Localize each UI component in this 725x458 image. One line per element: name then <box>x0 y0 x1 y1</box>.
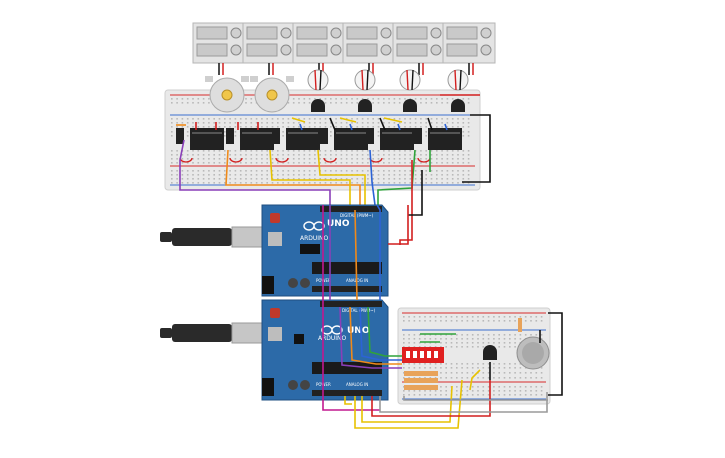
relay-module-3[interactable] <box>272 128 320 163</box>
infinity-logo-icon <box>303 221 325 231</box>
transistor-icon <box>483 345 497 360</box>
digital-header-label: DIGITAL (PWM~) <box>340 213 374 218</box>
usb-plug-top[interactable] <box>160 226 271 248</box>
arduino-brand: ARDUINO <box>300 235 329 242</box>
dc-motor-2[interactable] <box>250 76 294 113</box>
relay-module-4[interactable] <box>320 128 368 163</box>
microcontroller-chip <box>312 362 382 374</box>
transistor-icon <box>311 99 325 112</box>
infinity-logo-icon <box>321 325 343 335</box>
arduino-brand: ARDUINO <box>318 335 347 342</box>
power-supply-2[interactable] <box>242 22 296 75</box>
power-supply-4[interactable] <box>342 22 396 75</box>
resistor-bank <box>404 318 522 390</box>
light-bulb-icon[interactable] <box>307 69 329 91</box>
digital-header-label: DIGITAL (PWM~) <box>342 308 376 313</box>
power-supply-5[interactable] <box>392 22 446 75</box>
arduino-model: UNO <box>327 219 350 229</box>
reset-button-icon[interactable] <box>270 213 280 223</box>
arduino-uno-top[interactable]: UNO ARDUINO DIGITAL (PWM~) ANALOG IN POW… <box>261 204 389 297</box>
piezo-speaker-icon[interactable] <box>516 336 550 370</box>
lamp-group <box>307 69 469 112</box>
transistor-icon <box>358 99 372 112</box>
analog-header-label: ANALOG IN <box>346 382 368 387</box>
transistor-icon <box>451 99 465 112</box>
relay-module-6[interactable] <box>414 128 462 163</box>
power-supply-row <box>192 22 496 75</box>
power-supply-3[interactable] <box>292 22 346 75</box>
relay-module-2[interactable] <box>226 128 274 163</box>
top-wiring <box>176 94 491 245</box>
dc-motor-1[interactable] <box>205 76 249 113</box>
arduino-uno-bottom[interactable]: UNO ARDUINO DIGITAL (PWM~) ANALOG IN POW… <box>261 299 389 401</box>
light-bulb-icon[interactable] <box>399 69 421 91</box>
light-bulb-icon[interactable] <box>447 69 469 91</box>
power-supply-1[interactable] <box>192 22 246 75</box>
light-bulb-icon[interactable] <box>354 69 376 91</box>
usb-plug-bottom[interactable] <box>160 322 271 344</box>
arduino-model: UNO <box>347 326 370 336</box>
bottom-wiring <box>322 204 563 429</box>
transistor-icon <box>403 99 417 112</box>
reset-button-icon[interactable] <box>270 308 280 318</box>
power-supply-6[interactable] <box>442 22 496 75</box>
relay-row <box>176 128 462 163</box>
dip-switch-icon[interactable] <box>402 347 444 363</box>
